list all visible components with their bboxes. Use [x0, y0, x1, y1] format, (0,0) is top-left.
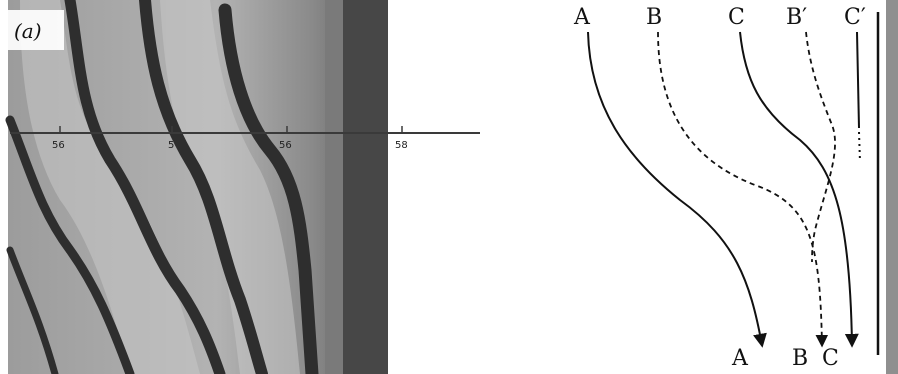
scale-tick-label: 58 — [395, 140, 408, 151]
photo-dark-edge — [340, 0, 388, 374]
label-b-bottom: B — [792, 346, 808, 371]
curve-bprime — [806, 32, 835, 262]
photo-panel: 56 5 56 58 (a) — [0, 0, 490, 374]
label-c-top: C — [728, 5, 745, 30]
scale-tick-label: 56 — [279, 140, 292, 151]
curve-b — [658, 32, 822, 345]
schematic-panel: A B C B′ C′ A B C — [560, 0, 898, 374]
label-cprime-top: C′ — [844, 5, 866, 30]
scale-tick-label: 5 — [168, 140, 174, 151]
label-c-bottom: C — [822, 346, 839, 371]
curve-cprime-dots — [859, 132, 860, 162]
curve-a — [588, 32, 762, 345]
label-b-top: B — [646, 5, 662, 30]
scale-tick-label: 56 — [52, 140, 65, 151]
label-a-top: A — [573, 5, 591, 30]
curve-c — [740, 32, 852, 345]
boundary-shade — [886, 0, 898, 374]
curve-cprime — [857, 32, 859, 128]
photo-mid-edge — [325, 0, 343, 374]
label-a-bottom: A — [731, 346, 749, 371]
label-bprime-top: B′ — [786, 5, 807, 30]
panel-label: (a) — [14, 19, 42, 43]
